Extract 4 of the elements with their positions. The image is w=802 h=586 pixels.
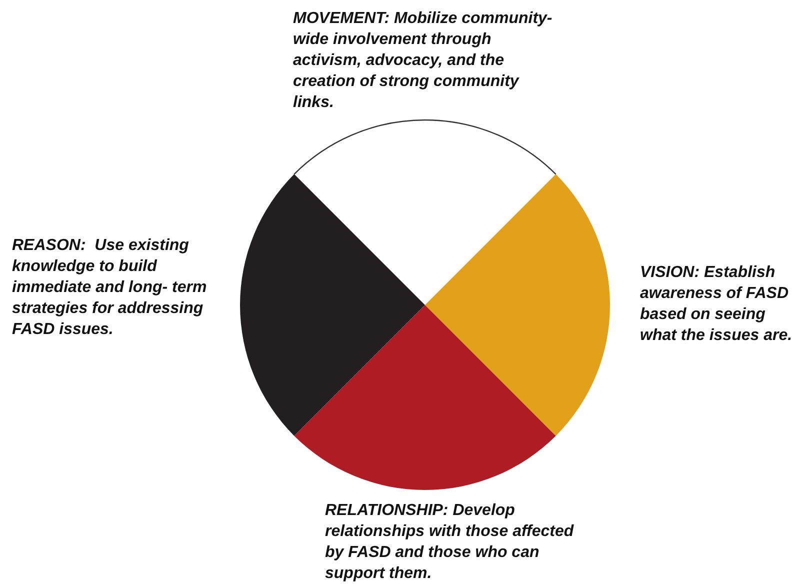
- quadrant-description: REASON: Use existing knowledge to build immediate and long- term strategies for addressing FASD issues.: [12, 236, 208, 340]
- quadrant-description: VISION: Establish awareness of FASD based on seeing what the issues are.: [640, 263, 794, 346]
- quadrant-description: RELATIONSHIP: Develop relationships with those affected by FASD and those who can support them.: [325, 501, 575, 584]
- quadrant-description: MOVEMENT: Mobilize community-wide involvement through activism, advocacy, and the creation of strong community links.: [293, 9, 554, 113]
